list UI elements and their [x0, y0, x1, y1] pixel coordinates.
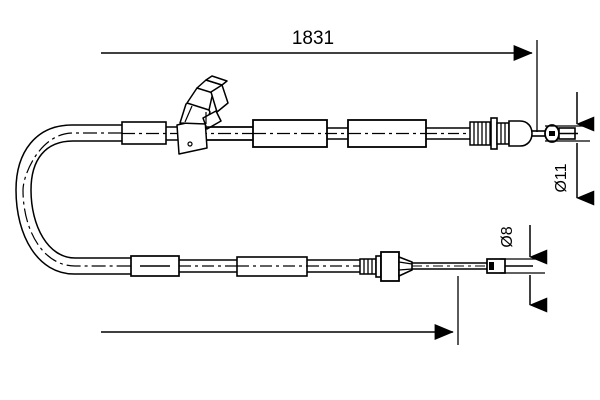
lower-cable-run: [130, 251, 533, 282]
cable-bend-inner-edge: [30, 140, 131, 259]
lower-end-rod: [412, 262, 487, 270]
bracket-edge-line-1: [184, 105, 193, 123]
upper-end-eyelet: [544, 124, 578, 143]
adjuster-knurl-2: [496, 122, 510, 145]
adjuster-nose-cone: [508, 120, 533, 147]
lower-end-terminal: [486, 258, 533, 274]
nipple-body: [380, 251, 400, 282]
upper-cable-run: [121, 75, 578, 155]
overall-length-label: 1831: [292, 28, 334, 49]
diameter-8-dimension: Ø8: [499, 225, 548, 313]
cable-bend-outer-edge: [15, 124, 131, 275]
diameter-11-label: Ø11: [553, 163, 570, 192]
bracket-strut: [202, 110, 222, 130]
upper-cable-seg-2: [207, 126, 258, 141]
mounting-bracket: [176, 75, 229, 155]
adjuster-collar: [490, 117, 498, 150]
upper-sleeve-connector: [327, 127, 348, 140]
overall-length-dimension: 1831: [101, 28, 538, 132]
bracket-rivet: [187, 141, 193, 147]
bracket-nub: [205, 75, 228, 86]
lower-length-dimension: [101, 276, 459, 345]
diameter-11-dimension: Ø11: [545, 92, 595, 206]
bracket-flange: [210, 84, 229, 113]
adjuster-knurl-body: [469, 121, 493, 146]
eyelet-hole: [549, 131, 555, 136]
cable-bend-centerline: [22, 132, 131, 267]
terminal-slot: [489, 262, 494, 270]
lower-threaded-nipple: [359, 251, 413, 282]
lower-cable-seg-2: [307, 259, 360, 273]
upper-threaded-adjuster: [469, 117, 533, 150]
u-bend-cable: [15, 124, 131, 275]
upper-cable-seg-3: [426, 127, 470, 140]
lower-cable-seg-1: [179, 259, 237, 273]
diameter-8-label: Ø8: [499, 226, 516, 247]
